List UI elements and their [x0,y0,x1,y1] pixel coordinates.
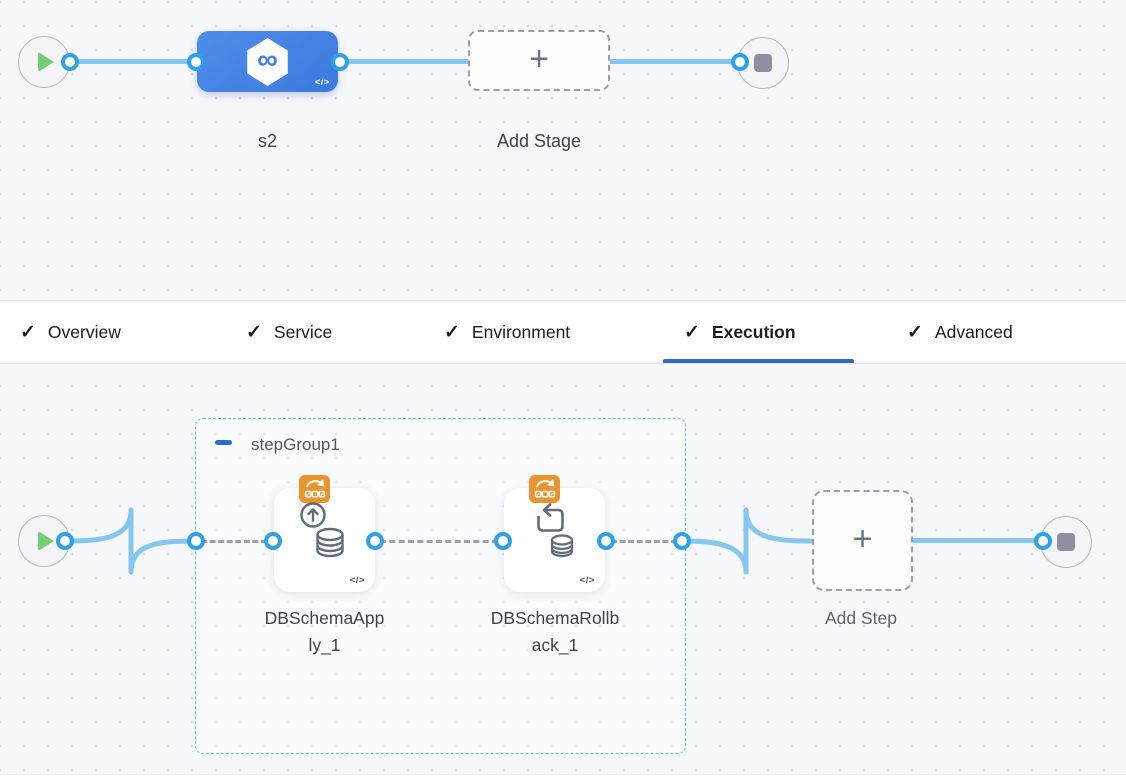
tab-environment[interactable]: ✓ Environment [444,301,570,363]
port[interactable] [597,532,615,550]
infinity-icon: ∞ [257,43,278,76]
step-label-dbschemarollback[interactable]: DBSchemaRollback_1 [490,608,620,655]
schema-migration-badge-icon [529,475,560,503]
stop-icon [1057,533,1075,551]
canvas-bottom-edge [0,774,1126,782]
check-icon: ✓ [907,321,923,343]
port[interactable] [494,532,512,550]
play-icon [38,52,54,72]
check-icon: ✓ [246,321,262,343]
add-step-button[interactable]: + [812,490,913,591]
port[interactable] [366,532,384,550]
tab-label: Service [273,321,333,342]
port[interactable] [1034,532,1052,550]
tab-label: Advanced [934,321,1013,342]
port[interactable] [187,53,205,71]
tab-label: Execution [711,321,796,342]
step-node-dbschemarollback[interactable]: </> [504,475,605,592]
collapse-group-icon[interactable] [215,440,232,445]
tab-service[interactable]: ✓ Service [246,301,332,363]
execution-start-node [18,515,70,567]
port[interactable] [56,532,74,550]
step-group-container[interactable] [195,418,686,754]
plus-icon: + [852,520,873,558]
yaml-code-icon[interactable]: </> [349,575,365,586]
tab-label: Overview [47,321,121,342]
port[interactable] [264,532,282,550]
harness-logo-icon: ∞ [247,38,288,86]
plus-icon: + [529,40,549,78]
port[interactable] [187,532,205,550]
schema-migration-badge-icon [299,475,330,503]
connector-line [908,538,1044,543]
tab-advanced[interactable]: ✓ Advanced [907,301,1013,363]
connector-dashed [201,540,267,543]
yaml-code-icon[interactable]: </> [314,77,330,88]
step-group-label[interactable]: stepGroup1 [251,435,340,454]
step-node-dbschemaapply[interactable]: </> [274,475,375,592]
add-stage-button[interactable]: + [468,30,610,91]
db-apply-icon [300,502,344,558]
step-label-dbschemaapply[interactable]: DBSchemaApply_1 [264,608,385,655]
port[interactable] [331,53,349,71]
play-icon [38,531,54,551]
connector-dashed [380,540,498,543]
connector-line [336,59,472,64]
check-icon: ✓ [20,321,36,343]
stop-icon [754,54,772,72]
check-icon: ✓ [684,321,700,343]
yaml-code-icon[interactable]: </> [579,575,595,586]
add-step-label[interactable]: Add Step [825,608,897,628]
check-icon: ✓ [444,321,460,343]
port[interactable] [61,53,79,71]
port[interactable] [731,53,749,71]
stage-config-tabbar: ✓ Overview ✓ Service ✓ Environment ✓ Exe… [0,300,1126,364]
add-stage-label[interactable]: Add Stage [496,131,582,151]
connector-line [66,59,202,64]
tab-execution[interactable]: ✓ Execution [684,301,796,363]
connector-dashed [611,540,677,543]
stage-node-s2[interactable]: ∞ </> [197,31,338,92]
active-tab-indicator [663,359,854,363]
connector-line [606,59,744,64]
stage-label[interactable]: s2 [257,131,277,151]
db-rollback-icon [537,503,574,558]
tab-overview[interactable]: ✓ Overview [20,301,121,363]
port[interactable] [673,532,691,550]
tab-label: Environment [471,321,571,342]
